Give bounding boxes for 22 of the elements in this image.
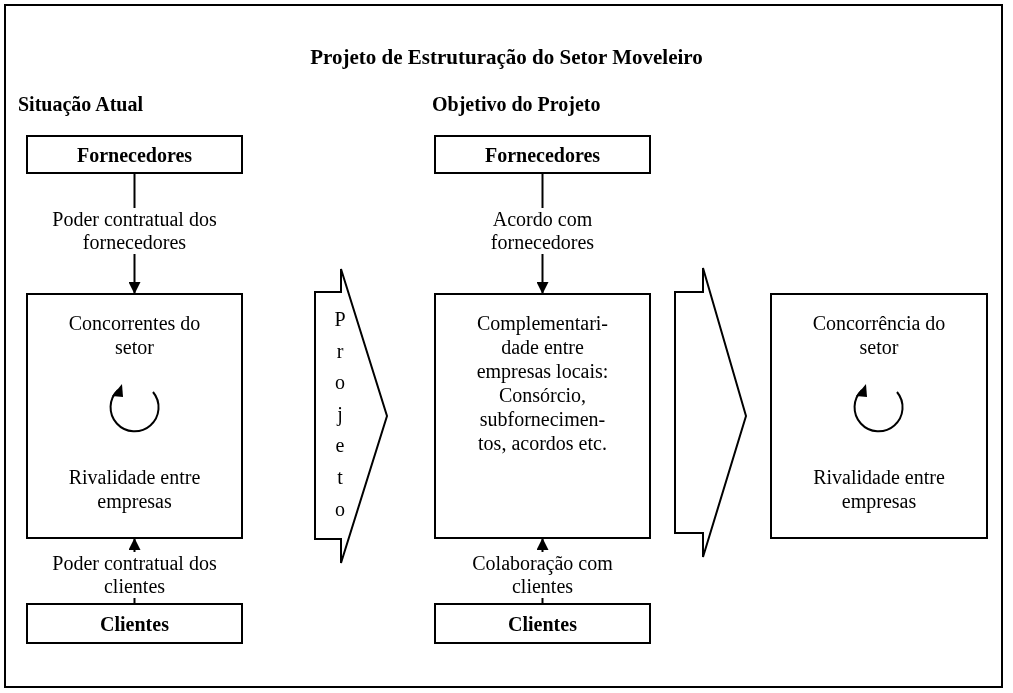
diagram-title: Projeto de Estruturação do Setor Moveleiro [309, 45, 704, 71]
box-text: Concorrentes do setor [67, 311, 202, 359]
box-text: Rivalidade entre empresas [67, 465, 202, 513]
chevron-arrow [314, 268, 388, 564]
entity-box [434, 603, 651, 644]
entity-box [26, 603, 243, 644]
vertical-label: Projeto [334, 307, 346, 522]
process-box [26, 293, 243, 539]
process-box [770, 293, 988, 539]
box-text: Concorrência do setor [811, 311, 947, 359]
process-box [434, 293, 651, 539]
section-heading: Situação Atual [18, 92, 144, 116]
box-text: Complementari- dade entre empresas locais: Consórcio, subfornecimen- tos, acordos etc. [475, 311, 610, 455]
box-title: Fornecedores [484, 142, 601, 167]
section-heading: Objetivo do Projeto [432, 92, 601, 116]
entity-box [26, 135, 243, 174]
box-text: Rivalidade entre empresas [812, 465, 946, 513]
box-title: Clientes [100, 611, 169, 636]
box-title: Fornecedores [76, 142, 193, 167]
box-title: Clientes [508, 611, 577, 636]
entity-box [434, 135, 651, 174]
chevron-arrow [674, 267, 748, 558]
